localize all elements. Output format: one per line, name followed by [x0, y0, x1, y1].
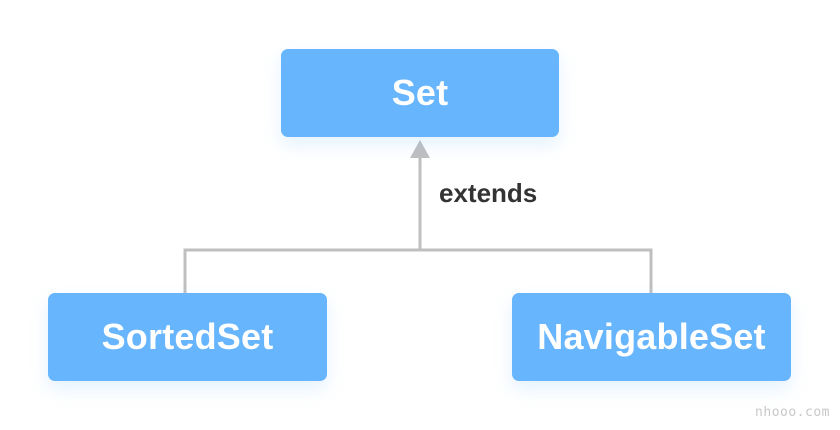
node-set-label: Set — [391, 72, 449, 113]
edge-label-extends: extends — [439, 178, 538, 208]
node-sortedset-label: SortedSet — [101, 316, 274, 357]
node-navigableset-label: NavigableSet — [537, 316, 766, 357]
node-sortedset: SortedSet — [48, 293, 327, 381]
node-set: Set — [281, 49, 559, 137]
watermark: nhooo.com — [755, 405, 830, 420]
arrowhead-icon — [410, 140, 430, 158]
node-navigableset: NavigableSet — [512, 293, 791, 381]
